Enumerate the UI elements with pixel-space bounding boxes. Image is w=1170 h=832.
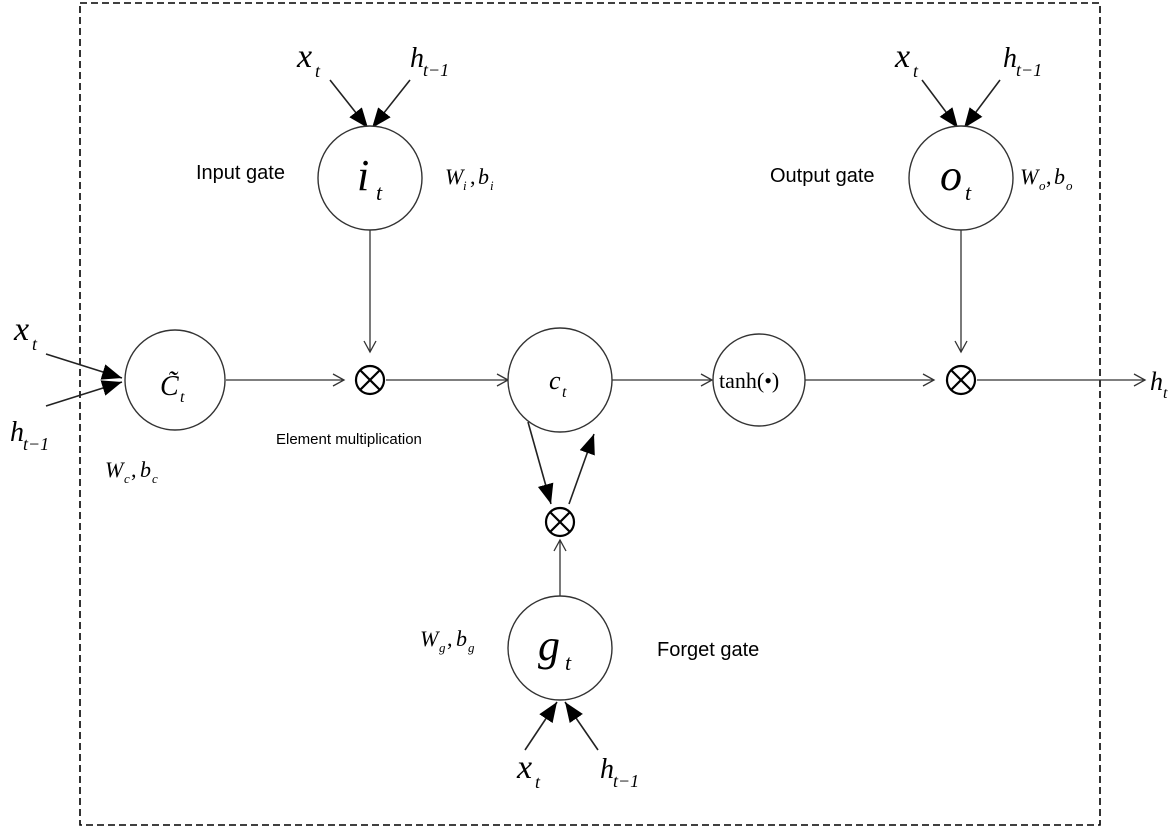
input-multiply-icon — [354, 364, 386, 396]
forget-gate-h-arrow — [564, 701, 599, 751]
svg-text:o: o — [1039, 178, 1046, 193]
output-multiply-icon — [945, 364, 977, 396]
output-gate-h-arrow — [963, 79, 1001, 129]
output-gate-symbol-sub: t — [965, 180, 972, 205]
svg-text:i: i — [490, 178, 494, 193]
output-gate-h-sub: t−1 — [1016, 60, 1042, 80]
element-multiplication-label: Element multiplication — [276, 431, 422, 448]
input-gate-label: Input gate — [196, 162, 285, 184]
svg-text:,: , — [447, 626, 453, 651]
output-gate-symbol: o — [940, 151, 962, 200]
output-h-label: h — [1150, 367, 1163, 396]
forget-multiply-icon — [544, 506, 576, 538]
svg-text:W: W — [420, 626, 440, 651]
forget-gate-x-sub: t — [535, 772, 541, 792]
svg-text:i: i — [463, 178, 467, 193]
svg-text:b: b — [140, 457, 151, 482]
output-gate-x-sub: t — [913, 61, 919, 81]
candidate-h-label: h — [10, 417, 24, 448]
input-gate-x-label: x — [296, 38, 312, 75]
forget-gate-h-sub: t−1 — [613, 771, 639, 791]
svg-text:W: W — [105, 457, 125, 482]
forget-gate-h-label: h — [600, 754, 614, 785]
candidate-symbol: C̃ — [160, 371, 179, 402]
output-gate-params: W o , b o — [1020, 164, 1073, 193]
forget-gate-params: W g , b g — [420, 626, 475, 655]
svg-text:W: W — [445, 164, 465, 189]
input-gate-symbol: i — [357, 151, 369, 200]
cell-boundary — [79, 2, 1101, 826]
input-gate-x-sub: t — [315, 61, 321, 81]
output-gate-inputs: x t h t−1 — [894, 38, 1042, 129]
tanh-label: tanh(•) — [719, 368, 779, 393]
forget-mult-to-cell-arrow — [568, 433, 595, 505]
candidate-x-sub: t — [32, 334, 38, 354]
candidate-h-sub: t−1 — [23, 434, 49, 454]
candidate-h-arrow — [45, 380, 123, 407]
svg-text:c: c — [124, 471, 130, 486]
input-gate-inputs: x t h t−1 — [296, 38, 449, 129]
input-gate-x-arrow — [329, 79, 369, 129]
output-gate-x-label: x — [894, 38, 910, 75]
input-gate-node — [317, 125, 423, 231]
forget-gate-inputs: x t h t−1 — [516, 701, 639, 792]
svg-text:b: b — [456, 626, 467, 651]
input-gate-h-sub: t−1 — [423, 60, 449, 80]
candidate-symbol-sub: t — [180, 389, 185, 406]
input-gate-symbol-sub: t — [376, 180, 383, 205]
output-h-sub: t — [1163, 385, 1168, 402]
forget-gate-label: Forget gate — [657, 639, 759, 661]
candidate-params: W c , b c — [105, 457, 158, 486]
input-gate-h-label: h — [410, 43, 424, 74]
output-gate-x-arrow — [921, 79, 959, 129]
cell-state-symbol: c — [549, 366, 561, 395]
cell-state-symbol-sub: t — [562, 384, 567, 401]
candidate-node — [124, 329, 226, 431]
candidate-inputs: x t h t−1 — [10, 311, 123, 454]
svg-text:o: o — [1066, 178, 1073, 193]
output-gate-label: Output gate — [770, 165, 875, 187]
svg-text:,: , — [1046, 164, 1052, 189]
forget-gate-x-label: x — [516, 749, 532, 786]
candidate-x-label: x — [13, 311, 29, 348]
forget-gate-symbol-sub: t — [565, 650, 572, 675]
forget-gate-symbol: g — [538, 621, 560, 670]
svg-text:g: g — [439, 640, 446, 655]
svg-text:b: b — [478, 164, 489, 189]
svg-text:g: g — [468, 640, 475, 655]
svg-text:,: , — [131, 457, 137, 482]
cell-to-forget-mult-arrow — [527, 421, 554, 505]
svg-text:W: W — [1020, 164, 1040, 189]
svg-text:b: b — [1054, 164, 1065, 189]
input-gate-params: W i , b i — [445, 164, 494, 193]
svg-text:c: c — [152, 471, 158, 486]
candidate-x-arrow — [45, 353, 123, 380]
output-gate-h-label: h — [1003, 43, 1017, 74]
svg-text:,: , — [470, 164, 476, 189]
input-gate-h-arrow — [371, 79, 411, 129]
forget-gate-x-arrow — [524, 701, 558, 751]
forget-gate-node — [507, 595, 613, 701]
